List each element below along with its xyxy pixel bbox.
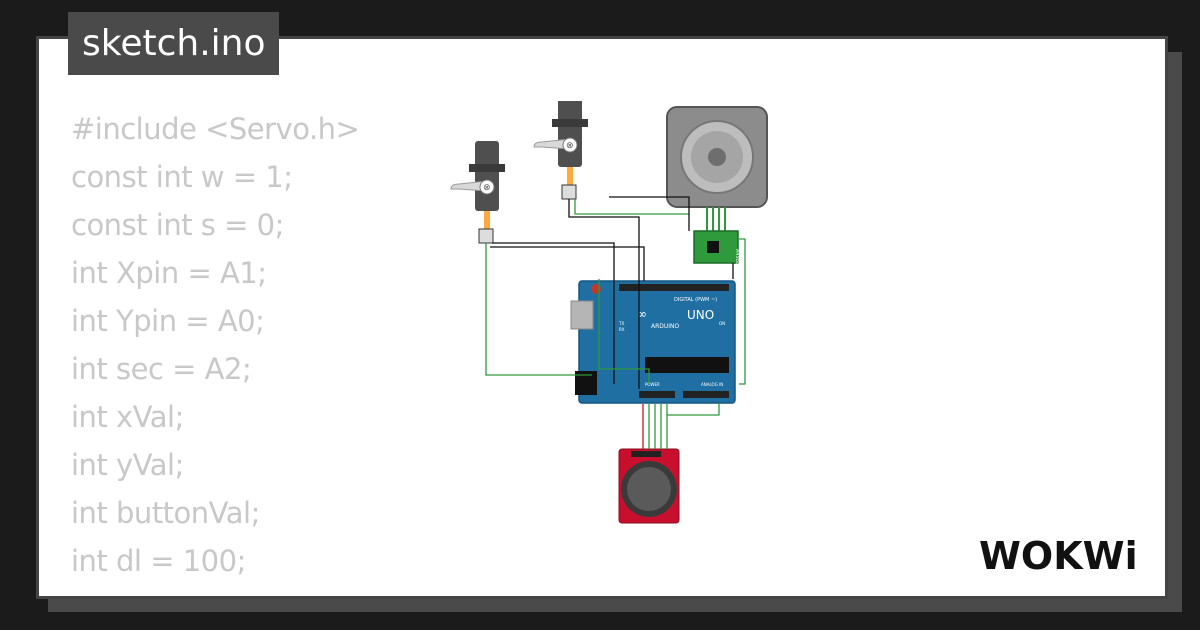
svg-text:⊗: ⊗ xyxy=(483,183,491,193)
code-preview: #include <Servo.h> const int w = 1; cons… xyxy=(71,105,360,596)
code-line: #include <Servo.h> xyxy=(71,112,360,146)
servo-2: ⊗ xyxy=(533,101,588,200)
code-line: int yVal; xyxy=(71,448,184,482)
servo-1: ⊗ xyxy=(450,141,505,244)
rx-label: RX xyxy=(619,327,625,332)
stepper-motor xyxy=(666,106,768,231)
code-line: int ...... = 5; xyxy=(71,585,359,596)
tx-label: TX xyxy=(618,321,624,326)
code-line: int dl = 100; xyxy=(71,544,246,578)
wokwi-logo: WOKWi xyxy=(979,534,1138,578)
svg-text:WOKWi: WOKWi xyxy=(979,534,1138,578)
wiring xyxy=(485,196,746,449)
code-line: int Xpin = A1; xyxy=(71,256,267,290)
arduino-uno-board: DIGITAL (PWM ~) ∞ UNO ARDUINO TX RX ON P… xyxy=(570,280,736,404)
digital-header-label: DIGITAL (PWM ~) xyxy=(674,297,717,303)
driver-label: A4988 xyxy=(734,249,740,265)
analog-header-label: ANALOG IN xyxy=(701,382,723,387)
circuit-diagram: A4988 ⊗ ⊗ DIGIT xyxy=(450,101,768,524)
arduino-logo-icon: ∞ xyxy=(637,307,647,321)
code-line: const int w = 1; xyxy=(71,160,293,194)
preview-card: #include <Servo.h> const int w = 1; cons… xyxy=(36,36,1168,599)
board-brand: ARDUINO xyxy=(651,323,680,330)
code-line: int xVal; xyxy=(71,400,184,434)
file-tab[interactable]: sketch.ino xyxy=(68,12,280,75)
on-label: ON xyxy=(719,321,725,326)
board-model: UNO xyxy=(687,308,714,322)
code-line: int sec = A2; xyxy=(71,352,252,386)
svg-text:⊗: ⊗ xyxy=(566,141,574,151)
code-line: const int s = 0; xyxy=(71,208,284,242)
stepper-driver: A4988 xyxy=(693,230,740,265)
power-header-label: POWER xyxy=(645,382,660,387)
code-line: int buttonVal; xyxy=(71,496,260,530)
code-line: int Ypin = A0; xyxy=(71,304,265,338)
joystick-module xyxy=(618,448,680,524)
